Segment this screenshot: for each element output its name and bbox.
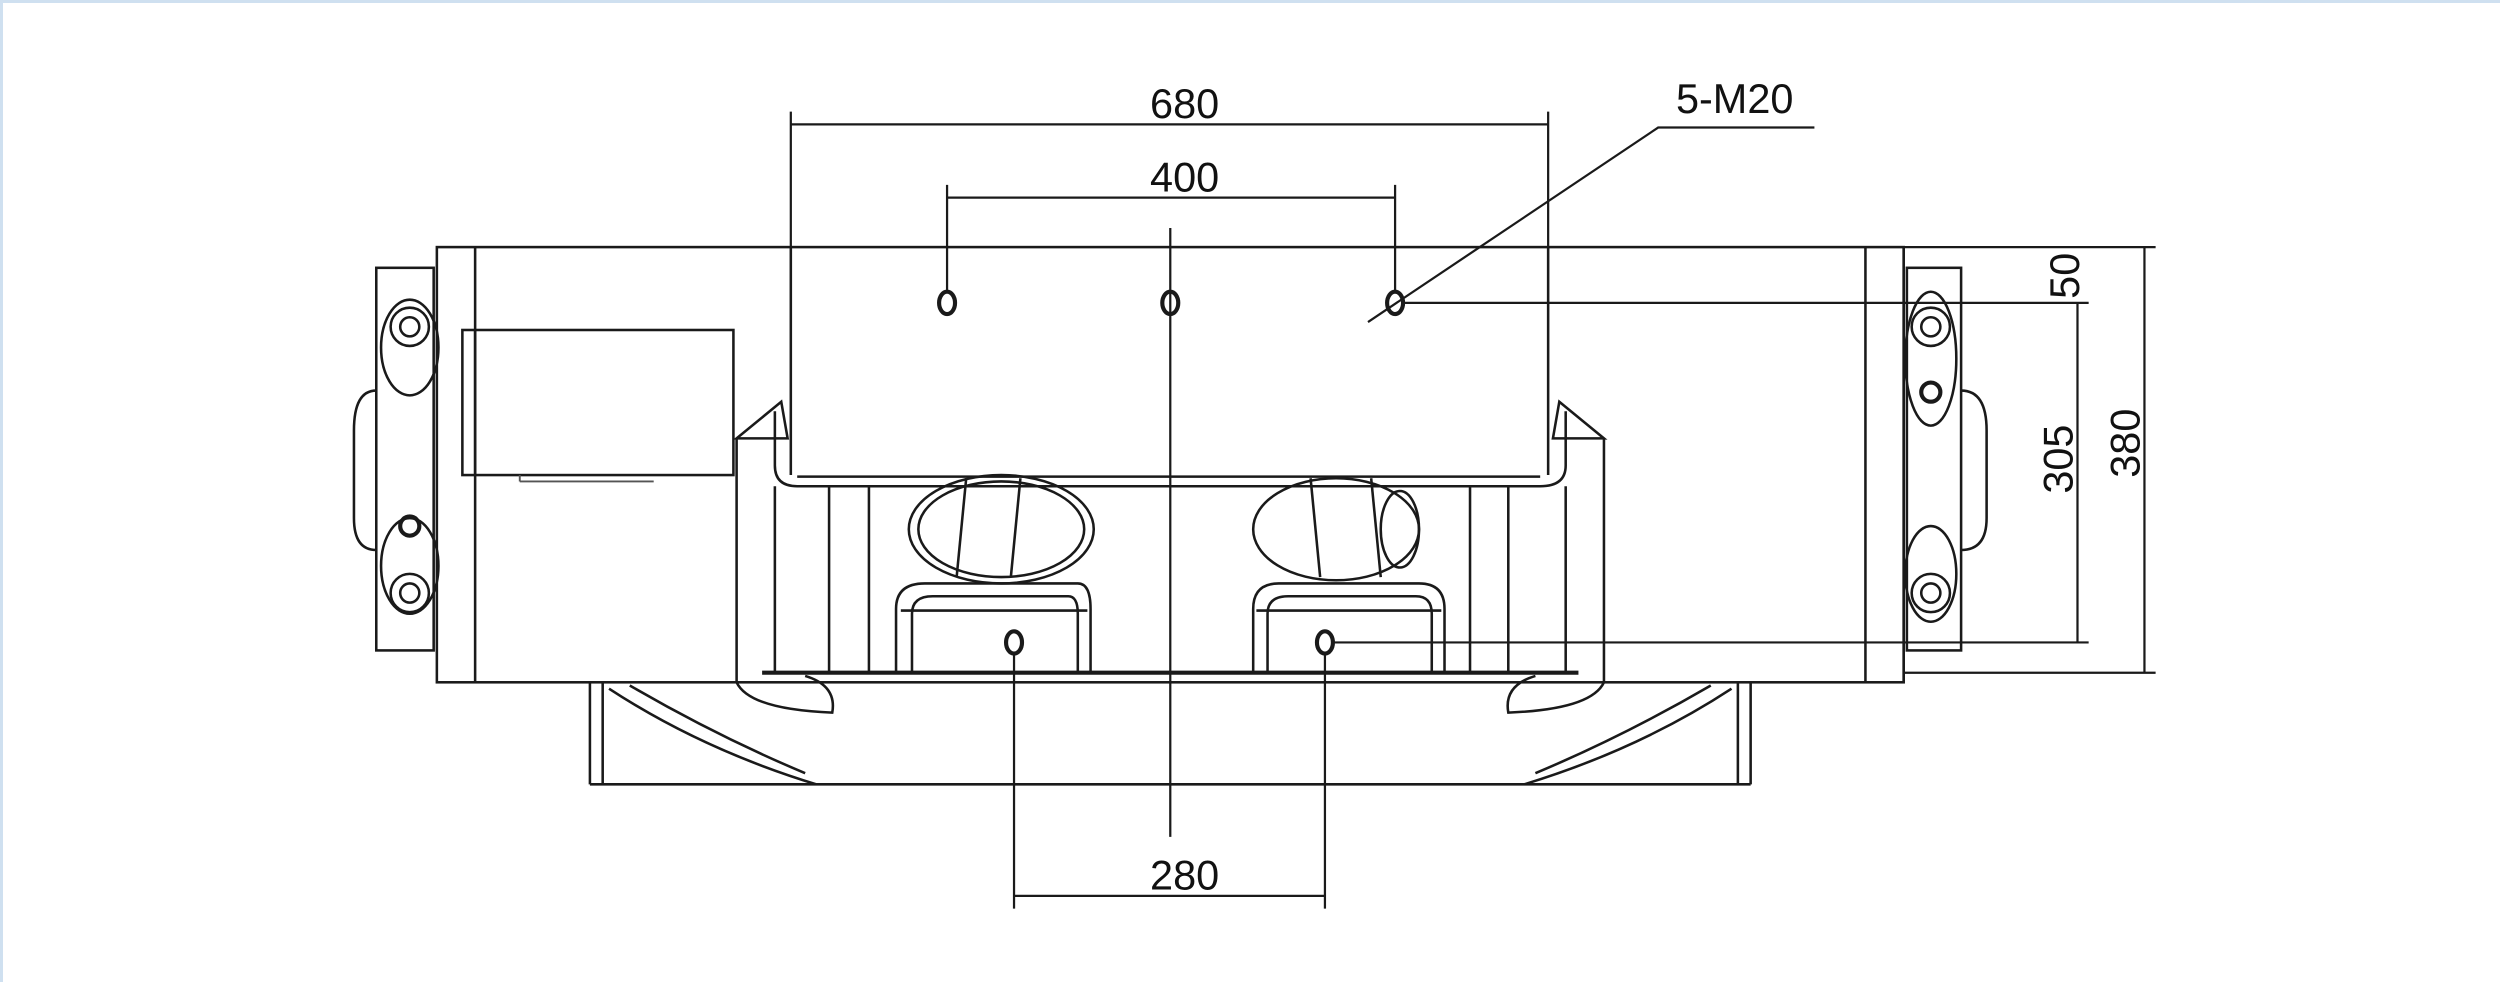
hole-icon	[1314, 629, 1335, 656]
callout-leader	[1367, 126, 1815, 323]
bolt-icon	[1919, 315, 1942, 338]
left-bracket	[352, 266, 440, 652]
dim-400: 400	[1150, 153, 1219, 200]
bolt-icon	[1910, 306, 1952, 348]
bolt-icon	[398, 582, 421, 604]
bolt-icon	[1910, 572, 1952, 614]
bolt-icon	[398, 315, 421, 338]
bolt-icon	[1919, 380, 1943, 404]
dim-305: 305	[2035, 425, 2082, 494]
dim-680: 680	[1150, 80, 1219, 127]
bolt-icon	[389, 572, 431, 614]
hole-icon	[1003, 629, 1025, 656]
callout-5-m20: 5-M20	[1676, 75, 1793, 122]
cylinder-left	[894, 473, 1096, 673]
motor-box	[461, 328, 735, 483]
hole-icon	[937, 289, 958, 317]
bolt-icon	[1919, 582, 1942, 604]
dimension-lines	[789, 111, 2156, 909]
dim-280: 280	[1150, 852, 1219, 899]
bolt-icon	[389, 306, 431, 348]
dim-380: 380	[2102, 409, 2149, 478]
dim-50: 50	[2041, 253, 2088, 299]
right-bracket	[1904, 266, 1988, 652]
cylinder-right	[1251, 476, 1446, 673]
bolt-icon	[398, 514, 422, 538]
